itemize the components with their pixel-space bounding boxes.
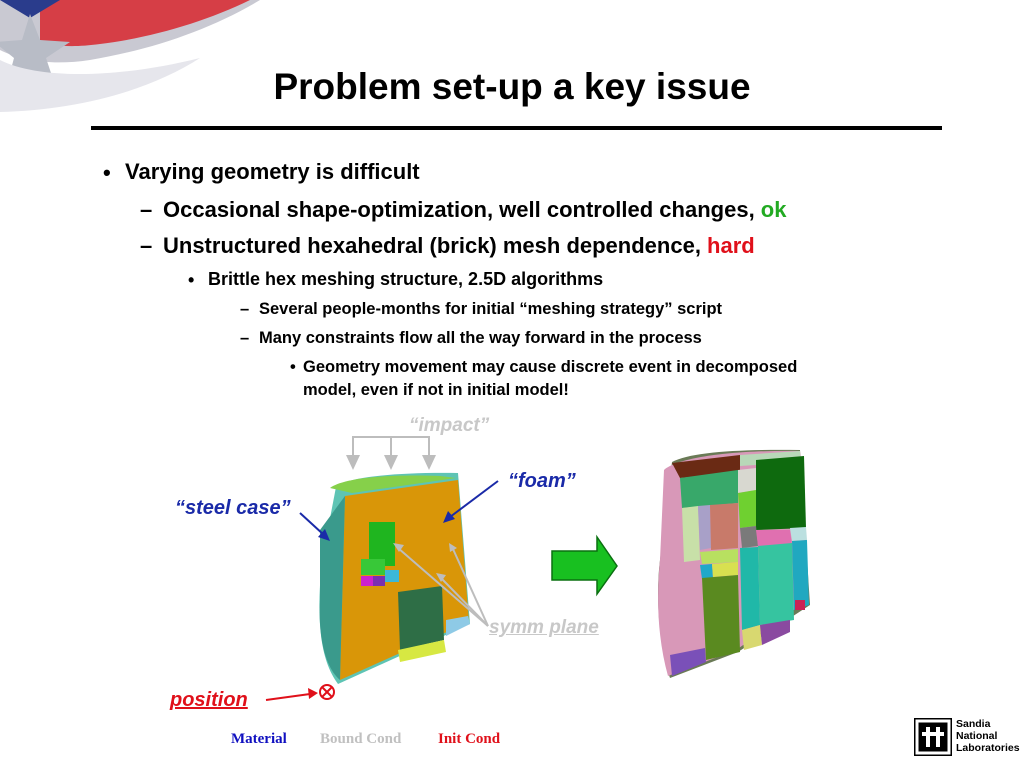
bullet-level5: Geometry movement may cause discrete eve… xyxy=(303,358,798,376)
down-arrow-icon xyxy=(346,455,436,470)
right-model xyxy=(658,449,810,678)
sandia-thunderbird-icon xyxy=(914,718,952,756)
steel-case-label: “steel case” xyxy=(175,497,291,519)
page-title: Problem set-up a key issue xyxy=(273,66,751,107)
position-arrow xyxy=(265,688,318,701)
hard-tag: hard xyxy=(707,233,755,258)
bullet-level4: Many constraints flow all the way forwar… xyxy=(259,329,702,347)
bullet-level3: Brittle hex meshing structure, 2.5D algo… xyxy=(208,269,604,289)
bullet-marker: • xyxy=(290,358,296,376)
logo-line3: Laboratories xyxy=(956,742,1020,754)
dash-marker: – xyxy=(140,233,153,258)
bullet-marker: • xyxy=(188,270,195,290)
bullet-marker: • xyxy=(103,160,111,185)
bullet-level2-hard: Unstructured hexahedral (brick) mesh dep… xyxy=(163,233,755,259)
title-divider xyxy=(91,126,942,130)
dash-marker: – xyxy=(240,300,250,318)
bullet-level1: Varying geometry is difficult xyxy=(125,159,420,184)
star-swoosh-decoration-icon xyxy=(0,0,260,112)
bullet-text: Unstructured hexahedral (brick) mesh dep… xyxy=(163,233,708,258)
logo-line1: Sandia xyxy=(956,718,991,730)
foam-label: “foam” xyxy=(508,470,576,492)
impact-arrows xyxy=(352,436,430,455)
steel-case-arrow xyxy=(299,512,330,541)
foam-arrow xyxy=(443,480,499,523)
dash-marker: – xyxy=(140,197,153,222)
bullet-text: Occasional shape-optimization, well cont… xyxy=(163,197,761,222)
legend-bound-cond: Bound Cond xyxy=(320,731,402,747)
ok-tag: ok xyxy=(760,197,787,222)
right-arrow-icon xyxy=(551,534,618,597)
bullet-level5-continued: model, even if not in initial model! xyxy=(303,381,569,399)
dash-marker: – xyxy=(240,329,250,347)
symm-plane-arrows xyxy=(397,547,489,627)
legend-material: Material xyxy=(231,731,287,747)
bullet-level4: Several people-months for initial “meshi… xyxy=(259,300,723,318)
logo-line2: National xyxy=(956,730,998,742)
mesh-figure xyxy=(265,436,810,701)
circle-x-icon xyxy=(319,684,335,700)
impact-label: “impact” xyxy=(409,415,490,436)
position-label: position xyxy=(170,689,248,711)
symm-plane-label: symm plane xyxy=(489,617,599,638)
bullet-level2-ok: Occasional shape-optimization, well cont… xyxy=(163,197,786,223)
legend-init-cond: Init Cond xyxy=(438,731,501,747)
left-model xyxy=(319,472,470,684)
